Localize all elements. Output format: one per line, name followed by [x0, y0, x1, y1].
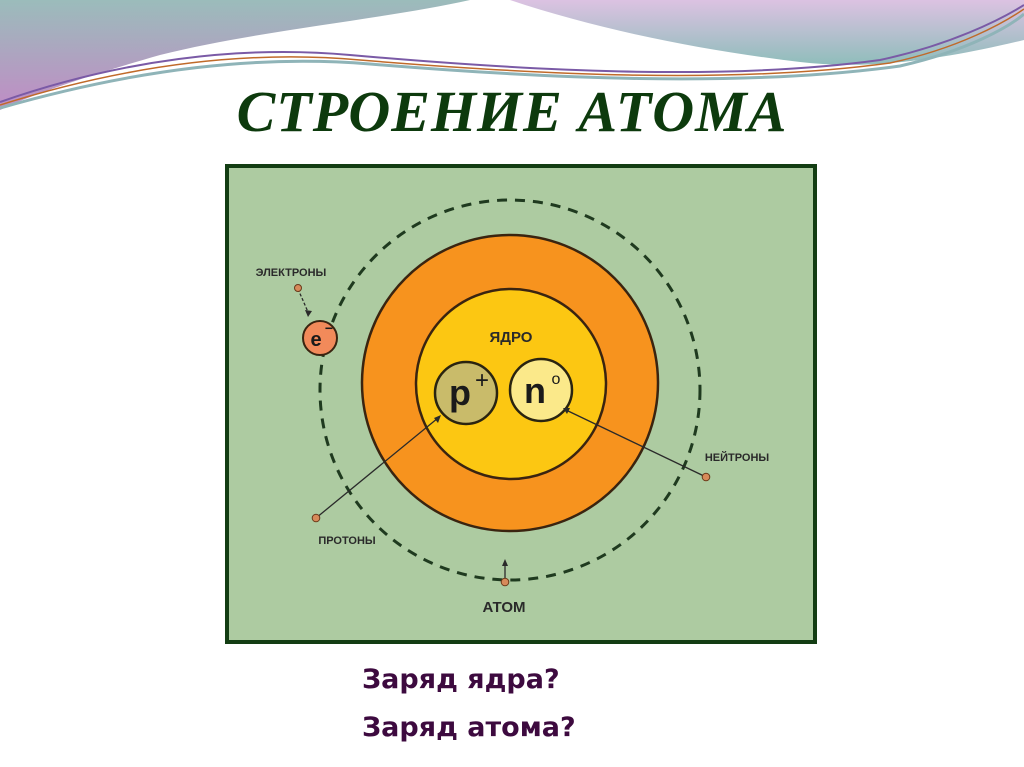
electron-orbit — [318, 198, 702, 582]
electron-symbol: e — [310, 329, 321, 351]
question-nucleus-charge: Заряд ядра? — [362, 664, 560, 695]
nucleus-label: ЯДРО — [490, 329, 533, 346]
proton-charge: + — [475, 367, 489, 394]
protons-pointer-dot — [311, 513, 321, 523]
neutrons-pointer-dot — [701, 472, 711, 482]
electron-particle — [302, 320, 338, 356]
neutrons-label: НЕЙТРОНЫ — [705, 451, 770, 464]
protons-arrowhead — [434, 415, 441, 423]
atom-pointer-dot — [500, 577, 510, 587]
electrons-arrowhead — [305, 310, 312, 317]
protons-label: ПРОТОНЫ — [318, 535, 376, 547]
neutron-charge: o — [552, 371, 561, 388]
neutron-symbol: n — [524, 370, 546, 411]
electrons-pointer-dot — [294, 284, 302, 292]
neutrons-pointer — [565, 409, 707, 478]
atom-arrowhead — [502, 559, 508, 566]
slide-title: СТРОЕНИЕ АТОМА — [236, 79, 788, 144]
electrons-label: ЭЛЕКТРОНЫ — [256, 267, 327, 279]
neutrons-arrowhead — [563, 408, 570, 414]
protons-pointer — [315, 417, 439, 519]
atom-label: АТОМ — [482, 599, 525, 616]
neutron-particle — [508, 357, 574, 423]
proton-particle — [433, 360, 499, 426]
electron-charge: − — [325, 320, 333, 336]
electrons-pointer — [297, 288, 309, 313]
proton-symbol: p — [449, 372, 471, 413]
decorative-wave-header — [0, 0, 1024, 110]
question-atom-charge: Заряд атома? — [362, 712, 576, 743]
